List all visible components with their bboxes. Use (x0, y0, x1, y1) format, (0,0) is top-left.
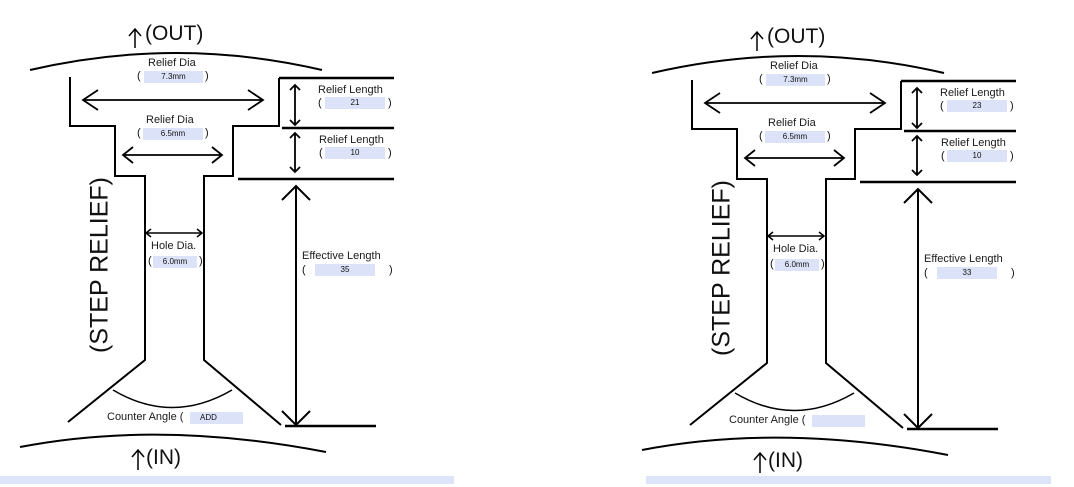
arrow-relief-length-2 (911, 134, 923, 177)
hole-dia-label: Hole Dia. (773, 243, 819, 255)
counter-angle-arc (112, 389, 233, 409)
arrow-relief-dia-1 (81, 89, 265, 111)
relief-length-label: Relief Length (940, 87, 1005, 99)
paren: ( (137, 70, 141, 82)
body-right-outline (825, 81, 904, 429)
counter-angle-label: Counter Angle ( (729, 414, 806, 426)
arrow-hole-dia (144, 228, 204, 238)
step-relief-label: (STEP RELIEF) (85, 177, 114, 353)
relief-dia-label: Relief Dia (770, 60, 818, 72)
hole-dia-label: Hole Dia. (151, 240, 197, 252)
in-label: (IN) (146, 446, 181, 469)
in-arc (641, 436, 949, 456)
paren: ( (940, 100, 944, 112)
dim-line (860, 79, 1016, 431)
paren: ) (205, 127, 209, 139)
out-label: (OUT) (145, 22, 204, 45)
relief-length-2-field[interactable]: 10 (325, 147, 385, 159)
paren: ) (388, 97, 392, 109)
step-relief-drawing (19, 27, 394, 470)
relief-dia-1-field[interactable]: 7.3mm (766, 74, 825, 86)
arrow-relief-length-1 (911, 86, 923, 130)
paren: ) (1010, 100, 1014, 112)
relief-length-1-field[interactable]: 21 (325, 97, 385, 109)
dim-line (238, 76, 394, 428)
body-left-outline (689, 80, 768, 426)
counter-angle-field[interactable]: ADD (190, 412, 243, 424)
relief-length-1-field[interactable]: 23 (947, 100, 1007, 112)
arrow-hole-dia (766, 231, 826, 241)
paren: ( (148, 255, 152, 267)
paren: ) (388, 147, 392, 159)
relief-length-2-field[interactable]: 10 (947, 150, 1007, 162)
diagram-panel: (OUT) (IN) (STEP RELIEF) Relief Dia ( 7.… (0, 0, 460, 484)
paren: ) (205, 70, 209, 82)
step-relief-label: (STEP RELIEF) (707, 180, 736, 356)
paren: ) (827, 130, 831, 142)
body-left-outline (67, 77, 146, 423)
paren: ) (1011, 267, 1015, 279)
paren: ( (318, 97, 322, 109)
counter-angle-label: Counter Angle ( (107, 411, 184, 423)
relief-length-label: Relief Length (319, 134, 384, 146)
paren: ) (1010, 150, 1014, 162)
arrow-relief-dia-1 (703, 92, 887, 114)
paren: ( (319, 147, 323, 159)
paren: ( (302, 264, 306, 276)
paren: ( (137, 127, 141, 139)
out-arc (29, 52, 323, 71)
diagram-panel: (OUT) (IN) (STEP RELIEF) Relief Dia ( 7.… (622, 3, 1074, 487)
arrow-effective-length (903, 187, 933, 430)
paren: ( (941, 150, 945, 162)
counter-angle-arc (734, 392, 855, 412)
effective-length-field[interactable]: 33 (937, 267, 997, 279)
footer-bar (0, 476, 454, 484)
relief-dia-2-field[interactable]: 6.5mm (143, 128, 203, 140)
arrow-up-in-icon (131, 448, 145, 470)
arrow-relief-length-1 (289, 83, 301, 127)
step-relief-drawing (641, 30, 1016, 473)
relief-length-label: Relief Length (941, 137, 1006, 149)
paren: ) (827, 73, 831, 85)
arrow-up-in-icon (753, 451, 767, 473)
arrow-effective-length (281, 184, 311, 427)
relief-dia-2-field[interactable]: 6.5mm (765, 131, 825, 143)
relief-length-label: Relief Length (318, 84, 383, 96)
hole-dia-field[interactable]: 6.0mm (153, 256, 197, 268)
body-right-outline (203, 78, 282, 426)
arrow-up-out-icon (128, 27, 142, 48)
hole-dia-field[interactable]: 6.0mm (775, 259, 819, 271)
counter-angle-field[interactable] (812, 415, 865, 427)
in-arc (19, 433, 327, 453)
relief-dia-label: Relief Dia (146, 114, 194, 126)
arrow-relief-dia-2 (121, 146, 224, 164)
paren: ( (759, 130, 763, 142)
effective-length-field[interactable]: 35 (315, 264, 375, 276)
paren: ) (389, 264, 393, 276)
arrow-relief-length-2 (289, 131, 301, 174)
paren: ( (924, 267, 928, 279)
relief-dia-label: Relief Dia (148, 57, 196, 69)
arrow-relief-dia-2 (743, 149, 846, 167)
footer-bar (646, 476, 1051, 484)
arrow-up-out-icon (750, 30, 764, 51)
paren: ( (770, 258, 774, 270)
effective-length-label: Effective Length (302, 250, 381, 262)
paren: ) (821, 258, 825, 270)
paren: ) (199, 255, 203, 267)
relief-dia-1-field[interactable]: 7.3mm (144, 71, 203, 83)
effective-length-label: Effective Length (924, 253, 1003, 265)
out-label: (OUT) (767, 25, 826, 48)
paren: ( (759, 73, 763, 85)
out-arc (651, 55, 945, 74)
relief-dia-label: Relief Dia (768, 117, 816, 129)
in-label: (IN) (768, 449, 803, 472)
